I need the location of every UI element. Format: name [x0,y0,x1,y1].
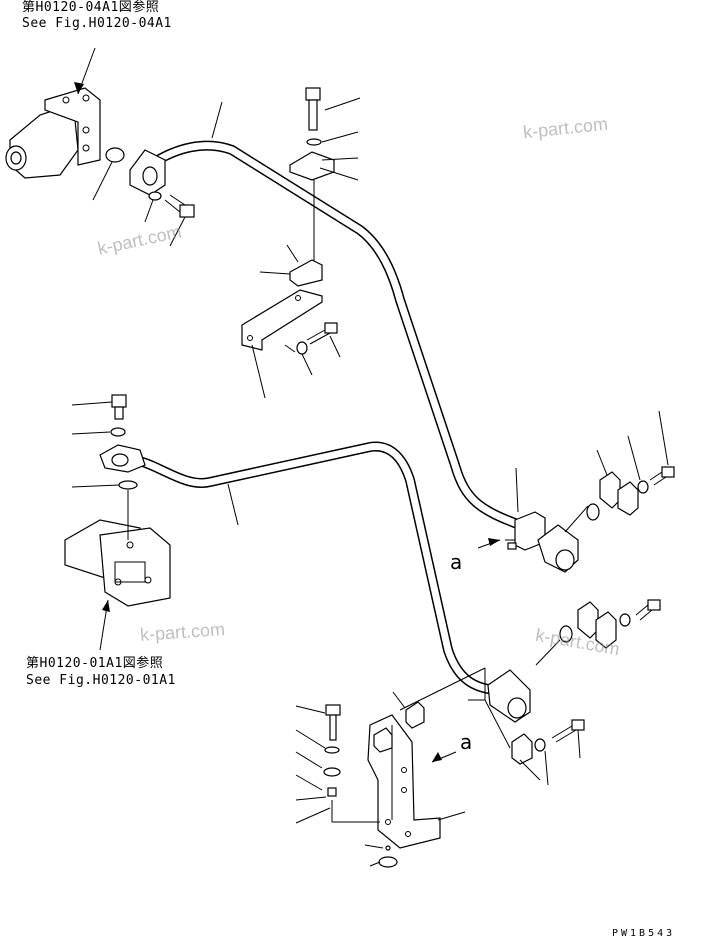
upper-pipe-flange-end [129,149,166,196]
clamp-bolt [551,719,585,743]
view-marker-lower: a [460,730,473,754]
bolt-lower-right [635,599,661,621]
upper-washer [306,138,322,146]
view-marker-upper: a [450,550,463,574]
bolt-upper-right [649,466,675,486]
lower-clamp-b [511,733,533,765]
o-ring-upper [586,503,600,521]
upper-clamp [289,151,335,181]
upper-pipe [145,140,525,530]
clamp-washer [534,738,546,752]
upper-bolt [305,87,321,131]
bracket-bolt [306,322,338,345]
split-flange-lower [577,601,617,649]
washer-lower-right [619,613,631,627]
bottom-figure-ref-en: See Fig.H0120-01A1 [26,673,176,688]
split-flange-upper [599,471,639,516]
mount-washer-1 [324,746,340,754]
flange-bolt-lower [111,394,127,420]
mount-washer-2 [323,767,341,777]
steering-valve-lower [64,480,171,607]
top-figure-ref-en: See Fig.H0120-04A1 [22,16,172,31]
upper-bracket [241,289,323,351]
top-figure-ref-jp: 第H0120-04A1図参照 [22,0,160,15]
drawing-code: PW1B543 [612,928,676,939]
bracket-washer [296,341,308,355]
flange-bolt-upper [164,194,195,218]
lower-clamp-c [373,727,393,753]
bottom-figure-ref-jp: 第H0120-01A1図参照 [26,656,164,671]
washer-upper-right [637,480,649,494]
lower-pipe-flange-end [99,444,146,473]
lower-clamp-a [405,701,425,729]
steering-valve-upper [5,87,125,179]
bracket-mount-bolt [325,704,341,741]
flange-washer-upper [148,191,162,201]
lower-right-fitting [487,669,531,723]
lower-pipe [130,441,500,695]
leader-lines [71,97,669,867]
flange-washer-lower [110,427,126,437]
upper-right-fitting [505,511,579,573]
lower-pin [385,845,391,851]
lower-washer [378,856,398,868]
mount-nut [327,787,337,797]
o-ring-lower [559,625,573,643]
middle-clamp [289,259,323,287]
